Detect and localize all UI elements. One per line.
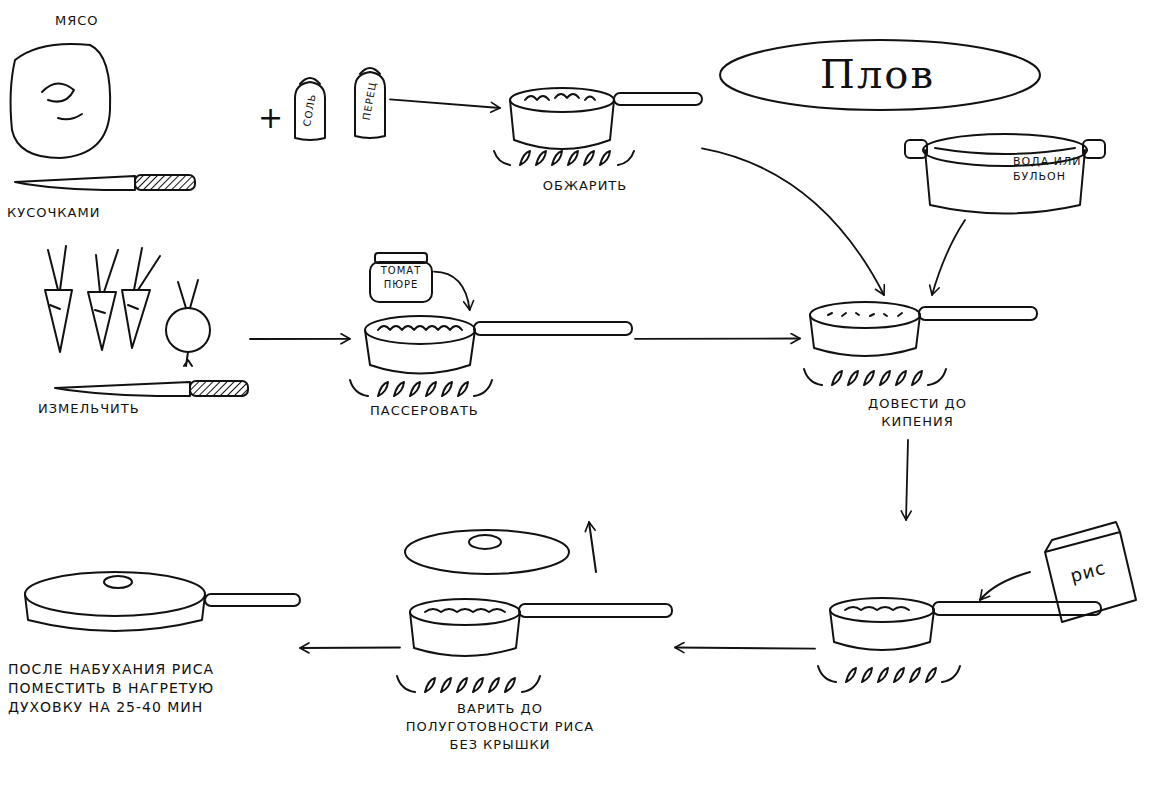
- pan-rim: [365, 316, 475, 344]
- recipe-step: ИЗМЕЛЬЧИТЬ: [30, 240, 250, 420]
- step-caption: ПОСЛЕ НАБУХАНИЯ РИСА ПОМЕСТИТЬ В НАГРЕТУ…: [8, 660, 258, 717]
- pan-handle: [614, 93, 702, 105]
- knife-blade: [15, 176, 135, 190]
- carrot: [45, 290, 150, 352]
- flow-arrow: [390, 99, 500, 108]
- knife-blade: [55, 382, 190, 396]
- pan-body: [830, 610, 934, 650]
- jar-lid: [375, 253, 427, 263]
- meat-piece: [11, 44, 111, 158]
- recipe-step: ВАРИТЬ ДО ПОЛУГОТОВНОСТИ РИСА БЕЗ КРЫШКИ: [400, 505, 675, 790]
- recipe-step: ВОДА ИЛИ БУЛЬОН: [905, 128, 1105, 220]
- step-caption: ОБЖАРИТЬ: [510, 177, 660, 195]
- recipe-step: ОБЖАРИТЬ: [500, 85, 702, 200]
- flow-arrow: [702, 148, 884, 295]
- pot-water: [935, 148, 1075, 154]
- burner-flame: [804, 369, 946, 385]
- step-caption: КУСОЧКАМИ: [7, 204, 167, 222]
- pan-body: [365, 330, 475, 374]
- flow-arrow: [906, 440, 908, 520]
- pan-body: [510, 100, 614, 149]
- step-caption: ПЕРЕЦ: [358, 68, 383, 133]
- recipe-step: ДОВЕСТИ ДО КИПЕНИЯ: [800, 295, 1040, 440]
- step-caption: МЯСО: [55, 12, 145, 30]
- plus-sign: +: [258, 102, 283, 134]
- flow-arrow: [300, 647, 400, 649]
- pan-handle: [933, 602, 1101, 615]
- pan-contents: [828, 313, 902, 316]
- burner-flame: [397, 676, 540, 692]
- diagram-title: Плов: [820, 52, 935, 96]
- recipe-step: ТОМАТ ПЮРЕ: [368, 250, 434, 304]
- pan-contents: [845, 607, 909, 610]
- carrot-greens: [48, 246, 160, 292]
- rice-bag: [1045, 522, 1136, 622]
- vegetable-mix: [378, 326, 462, 330]
- burner-flame: [818, 666, 960, 682]
- step-caption: ВОДА ИЛИ БУЛЬОН: [1013, 154, 1093, 184]
- recipe-step: СОЛЬ: [290, 75, 330, 143]
- pot-handle: [1083, 140, 1105, 158]
- knife-handle: [135, 175, 195, 190]
- pour-arrow: [980, 572, 1030, 600]
- shaker-cap: [300, 78, 320, 84]
- step-caption: ДОВЕСТИ ДО КИПЕНИЯ: [830, 395, 1005, 431]
- meat-pieces: [525, 94, 595, 100]
- recipe-step: ПЕРЕЦ: [350, 66, 390, 140]
- lift-arrow: [589, 522, 596, 572]
- title-ellipse: [720, 40, 1040, 110]
- step-caption: ТОМАТ ПЮРЕ: [372, 264, 430, 292]
- pan-handle: [919, 307, 1037, 320]
- pan-body: [410, 612, 520, 656]
- flow-arrow: [932, 220, 965, 295]
- knife-handle: [190, 381, 248, 396]
- lid-knob: [104, 576, 132, 588]
- tomato-jar: [370, 262, 432, 302]
- recipe-step: ПАССЕРОВАТЬ: [350, 310, 635, 425]
- flow-arrow: [635, 338, 800, 340]
- pan-body: [810, 315, 920, 356]
- pan-rim: [830, 598, 934, 622]
- pan-rim: [810, 302, 920, 328]
- onion: [166, 308, 210, 352]
- burner-flame: [494, 151, 634, 165]
- lid-knob: [469, 535, 501, 549]
- step-caption: ПАССЕРОВАТЬ: [370, 402, 570, 420]
- pan-handle: [519, 604, 672, 617]
- pan-rim: [410, 599, 520, 625]
- burner-flame: [350, 380, 492, 396]
- pan-rim: [510, 88, 614, 112]
- step-caption: рис: [1061, 554, 1116, 590]
- pan-handle: [474, 322, 632, 335]
- flow-arrow: [675, 648, 815, 649]
- step-caption: ИЗМЕЛЬЧИТЬ: [38, 400, 228, 418]
- pan-contents: [425, 609, 505, 612]
- onion-sprouts: [178, 280, 198, 366]
- carrot-detail: [50, 305, 138, 313]
- pan-lid: [405, 530, 569, 574]
- pan-handle: [205, 594, 300, 606]
- pan-body: [25, 595, 205, 631]
- pot-handle: [905, 140, 927, 158]
- pan-lid: [25, 572, 205, 616]
- flow-arrow: [434, 272, 470, 310]
- meat-detail: [42, 83, 82, 119]
- step-caption: СОЛЬ: [298, 77, 323, 142]
- step-caption: ВАРИТЬ ДО ПОЛУГОТОВНОСТИ РИСА БЕЗ КРЫШКИ: [400, 700, 600, 754]
- recipe-step: МЯСО КУСОЧКАМИ: [5, 10, 200, 225]
- flow-arrow: [250, 338, 350, 340]
- recipe-step: ПОСЛЕ НАБУХАНИЯ РИСА ПОМЕСТИТЬ В НАГРЕТУ…: [8, 560, 300, 780]
- recipe-step: рис: [815, 520, 1140, 685]
- shaker-cap: [360, 68, 380, 74]
